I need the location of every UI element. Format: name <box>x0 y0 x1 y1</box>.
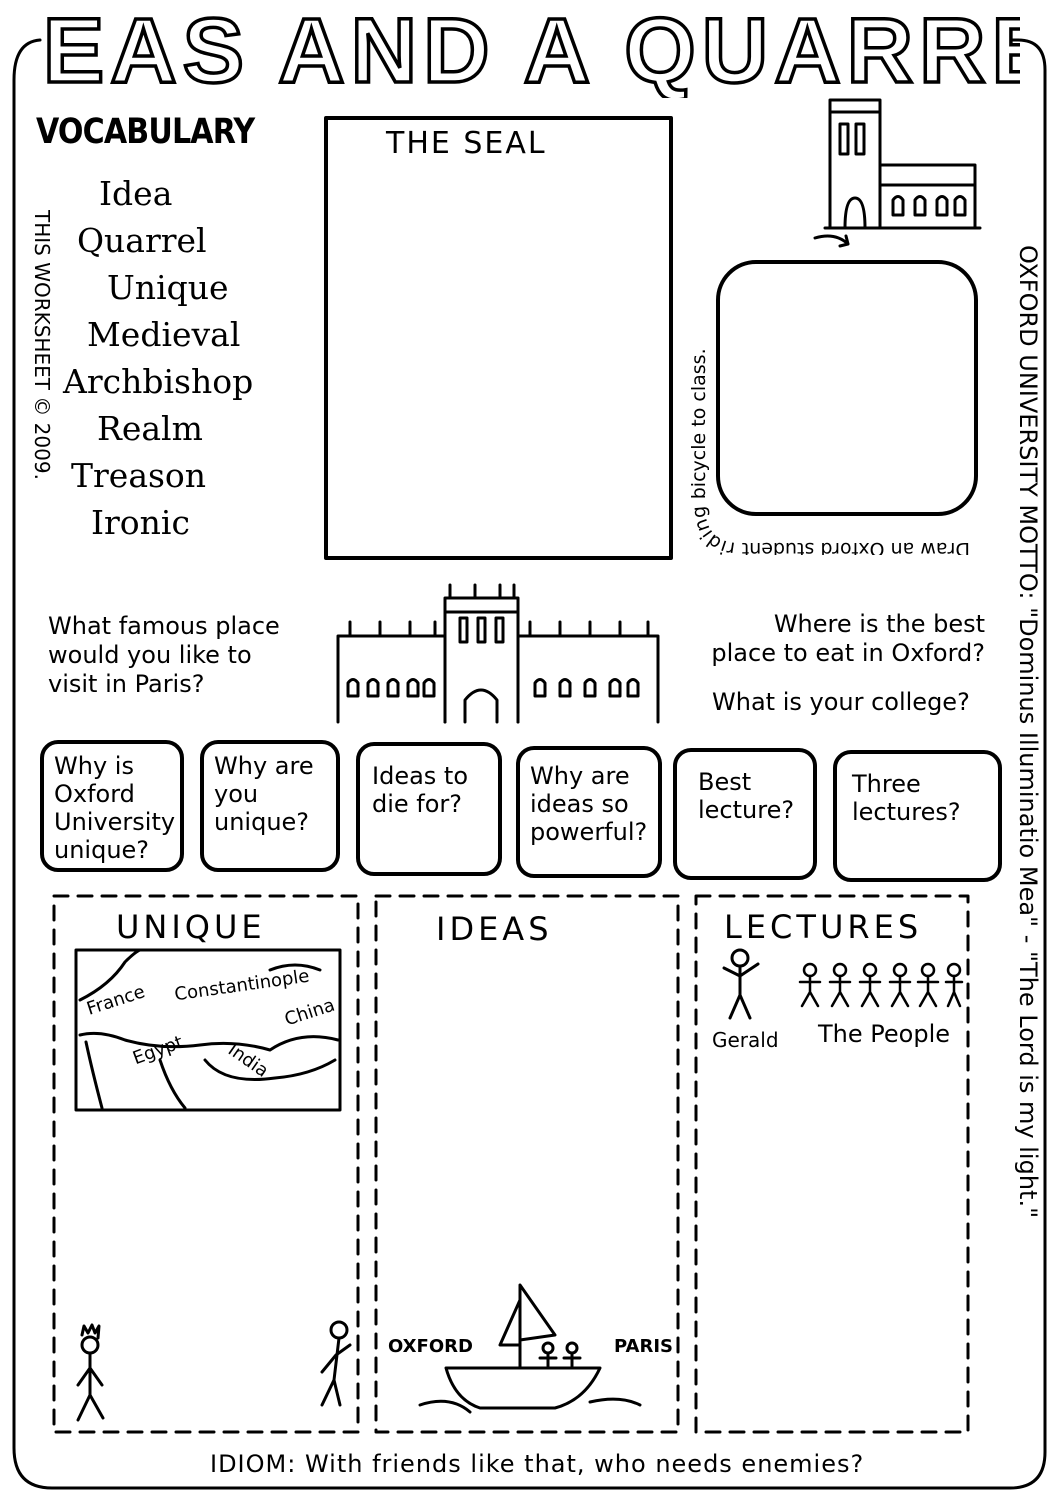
question-college: What is your college? <box>712 688 970 716</box>
vocab-word: Archbishop <box>63 362 254 401</box>
bicycle-prompt-svg: Draw an Oxford student riding bicycle to… <box>688 348 970 555</box>
page-title: IDEAS AND A QUARREL <box>40 2 1020 98</box>
question-eat: Where is the best place to eat in Oxford… <box>711 610 985 667</box>
vocab-word: Realm <box>97 409 203 448</box>
question-paris: What famous place would you like to visi… <box>48 612 280 698</box>
card-box-4 <box>516 746 662 878</box>
boat-label-paris: PARIS <box>614 1336 673 1357</box>
seal-label: THE SEAL <box>386 126 547 161</box>
panel-unique-border <box>52 894 360 1434</box>
college-drawing <box>336 583 660 724</box>
church-drawing <box>823 98 982 230</box>
panel-title-ideas: IDEAS <box>436 910 553 948</box>
seal-box <box>324 116 673 560</box>
page-title-svg: IDEAS AND A QUARREL <box>0 0 1059 104</box>
card-question-1: Why is Oxford University unique? <box>54 752 176 864</box>
card-box-5 <box>673 748 817 880</box>
copyright-notice: THIS WORKSHEET © 2009. <box>30 210 54 480</box>
vocabulary-list: Idea Quarrel Unique Medieval Archbishop … <box>55 170 285 546</box>
idiom-footer: IDIOM: With friends like that, who needs… <box>210 1450 865 1478</box>
bicycle-drawing-box <box>716 260 978 516</box>
bicycle-prompt: Draw an Oxford student riding bicycle to… <box>688 348 970 555</box>
card-box-3 <box>356 742 502 876</box>
gerald-figure <box>722 948 760 1020</box>
panel-title-lectures: LECTURES <box>724 908 923 946</box>
card-box-2 <box>200 740 340 872</box>
person-figure <box>320 1320 352 1407</box>
card-question-2: Why are you unique? <box>214 752 314 836</box>
panel-title-unique: UNIQUE <box>116 908 266 946</box>
vocab-word: Ironic <box>91 503 190 542</box>
panel-lectures-border <box>694 894 970 1434</box>
card-box-6 <box>833 750 1002 882</box>
page-border <box>12 38 1047 1490</box>
boat-drawing <box>418 1283 642 1414</box>
lecture-label-people: The People <box>818 1020 950 1048</box>
vocab-word: Unique <box>107 268 229 307</box>
card-question-6: Three lectures? <box>852 770 961 826</box>
university-motto: OXFORD UNIVERSITY MOTTO: "Dominus Illumi… <box>1014 245 1042 1219</box>
card-box-1 <box>40 740 184 872</box>
lecture-label-gerald: Gerald <box>712 1028 779 1052</box>
people-figures <box>798 962 964 1008</box>
vocabulary-heading: VOCABULARY <box>36 112 255 152</box>
vocab-word: Quarrel <box>77 221 207 260</box>
card-question-4: Why are ideas so powerful? <box>530 762 648 846</box>
boat-label-oxford: OXFORD <box>388 1336 473 1357</box>
map-box <box>74 948 342 1112</box>
card-question-3: Ideas to die for? <box>372 762 469 818</box>
card-question-5: Best lecture? <box>698 768 795 824</box>
page-title-wrap: IDEAS AND A QUARREL <box>0 0 1059 104</box>
panel-ideas-border <box>374 894 680 1434</box>
vocab-word: Idea <box>99 174 173 213</box>
king-figure <box>76 1323 105 1422</box>
vocab-word: Medieval <box>87 315 241 354</box>
vocab-word: Treason <box>71 456 207 495</box>
